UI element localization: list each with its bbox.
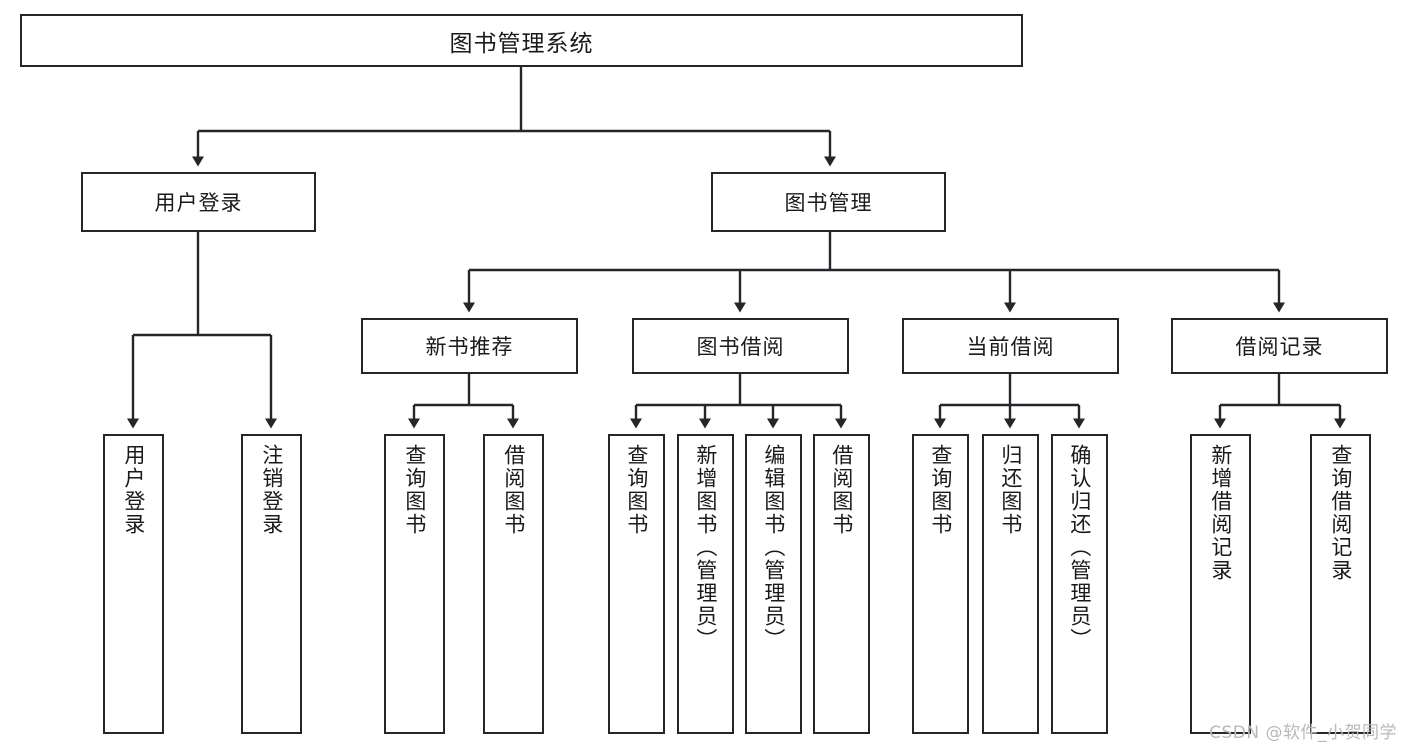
leaf-records-query-record-label: 查询借阅记录 xyxy=(1328,444,1353,582)
leaf-user-login-label: 用户登录 xyxy=(121,444,146,536)
node-user-login-label: 用户登录 xyxy=(154,191,243,215)
node-borrow-records[interactable]: 借阅记录 xyxy=(1171,318,1388,374)
node-new-book-recommend[interactable]: 新书推荐 xyxy=(361,318,578,374)
leaf-borrow-edit-book-label: 编辑图书（管理员） xyxy=(761,444,786,651)
node-book-management[interactable]: 图书管理 xyxy=(711,172,946,232)
leaf-borrow-add-book[interactable]: 新增图书（管理员） xyxy=(677,434,734,734)
leaf-borrow-query-book-label: 查询图书 xyxy=(624,444,649,536)
leaf-logout-label: 注销登录 xyxy=(259,444,284,536)
node-user-login[interactable]: 用户登录 xyxy=(81,172,316,232)
leaf-current-return-book[interactable]: 归还图书 xyxy=(982,434,1039,734)
node-new-book-recommend-label: 新书推荐 xyxy=(425,335,514,359)
node-book-borrow[interactable]: 图书借阅 xyxy=(632,318,849,374)
leaf-user-login[interactable]: 用户登录 xyxy=(103,434,164,734)
leaf-borrow-edit-book[interactable]: 编辑图书（管理员） xyxy=(745,434,802,734)
node-current-borrow[interactable]: 当前借阅 xyxy=(902,318,1119,374)
leaf-current-query-book-label: 查询图书 xyxy=(928,444,953,536)
leaf-records-query-record[interactable]: 查询借阅记录 xyxy=(1310,434,1371,734)
node-borrow-records-label: 借阅记录 xyxy=(1235,335,1324,359)
leaf-borrow-borrow-book[interactable]: 借阅图书 xyxy=(813,434,870,734)
leaf-records-add-record[interactable]: 新增借阅记录 xyxy=(1190,434,1251,734)
node-current-borrow-label: 当前借阅 xyxy=(966,335,1055,359)
leaf-borrow-borrow-book-label: 借阅图书 xyxy=(829,444,854,536)
node-root-label: 图书管理系统 xyxy=(449,30,594,57)
csdn-watermark: CSDN @软件_小贺同学 xyxy=(1209,723,1397,743)
leaf-borrow-query-book[interactable]: 查询图书 xyxy=(608,434,665,734)
node-book-management-label: 图书管理 xyxy=(784,191,873,215)
leaf-records-add-record-label: 新增借阅记录 xyxy=(1208,444,1233,582)
leaf-borrow-add-book-label: 新增图书（管理员） xyxy=(693,444,718,651)
node-root[interactable]: 图书管理系统 xyxy=(20,14,1023,67)
leaf-newbook-borrow-book-label: 借阅图书 xyxy=(501,444,526,536)
leaf-logout[interactable]: 注销登录 xyxy=(241,434,302,734)
leaf-current-query-book[interactable]: 查询图书 xyxy=(912,434,969,734)
leaf-newbook-query-book[interactable]: 查询图书 xyxy=(384,434,445,734)
node-book-borrow-label: 图书借阅 xyxy=(696,335,785,359)
leaf-current-return-book-label: 归还图书 xyxy=(998,444,1023,536)
leaf-newbook-borrow-book[interactable]: 借阅图书 xyxy=(483,434,544,734)
leaf-current-confirm-return[interactable]: 确认归还（管理员） xyxy=(1051,434,1108,734)
leaf-newbook-query-book-label: 查询图书 xyxy=(402,444,427,536)
leaf-current-confirm-return-label: 确认归还（管理员） xyxy=(1067,444,1092,651)
